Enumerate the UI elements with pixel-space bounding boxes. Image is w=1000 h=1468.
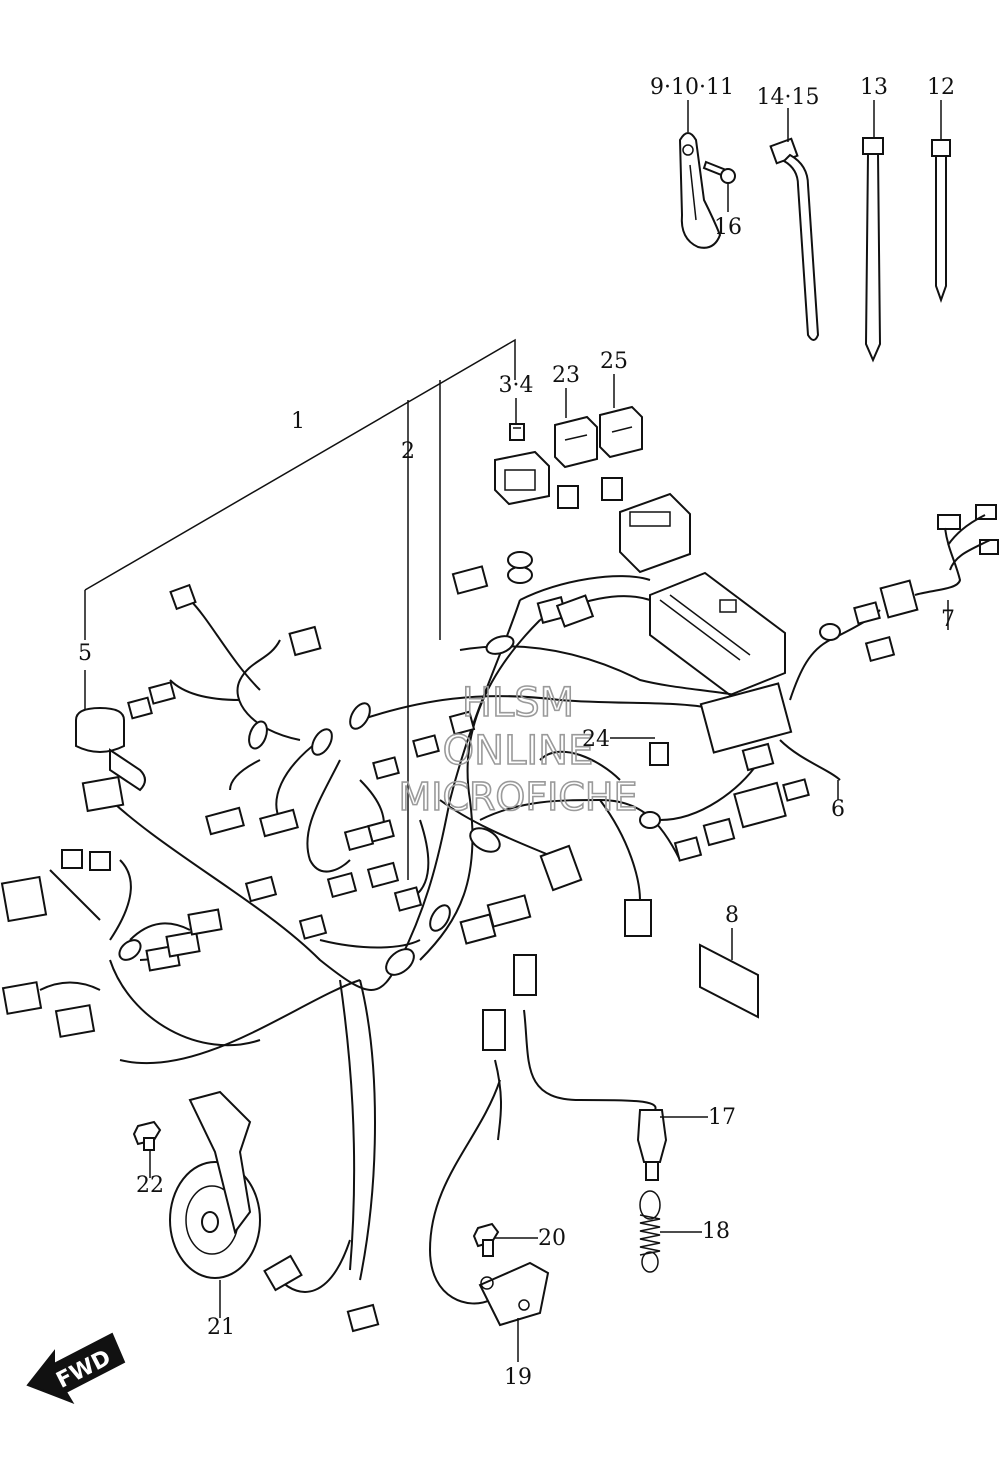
callout-8: 8 bbox=[725, 903, 739, 928]
callout-20: 20 bbox=[538, 1226, 566, 1251]
callout-22: 22 bbox=[136, 1173, 164, 1198]
label-sticker-8 bbox=[699, 943, 759, 1019]
clamp-part bbox=[678, 132, 722, 249]
callout-19: 19 bbox=[504, 1365, 532, 1390]
callout-2: 2 bbox=[401, 439, 415, 464]
cable-tie-14-15 bbox=[769, 137, 820, 341]
leader-lines bbox=[84, 100, 949, 1362]
bracket-lines bbox=[84, 338, 516, 880]
callout-7: 7 bbox=[941, 607, 955, 632]
ecu-connector bbox=[649, 571, 786, 697]
screw-part bbox=[702, 160, 736, 184]
sensor-5 bbox=[75, 706, 146, 792]
callout-9-10-11: 9·10·11 bbox=[650, 75, 734, 100]
bolt-20 bbox=[472, 1222, 500, 1257]
cable-tie-12 bbox=[931, 139, 951, 303]
fuse-3-4 bbox=[509, 423, 525, 441]
fwd-badge: FWD bbox=[26, 1332, 126, 1404]
harness-sleeves bbox=[118, 551, 841, 976]
watermark-line-2: ONLINE bbox=[443, 728, 594, 774]
watermark-line-1: HLSM bbox=[462, 680, 574, 726]
callout-1: 1 bbox=[291, 409, 305, 434]
cable-tie-13 bbox=[862, 137, 884, 363]
callout-23: 23 bbox=[552, 363, 580, 388]
relay-25 bbox=[599, 405, 643, 459]
harness-connectors bbox=[0, 477, 999, 1333]
switch-19 bbox=[428, 1009, 550, 1327]
relay-23 bbox=[554, 415, 598, 469]
connector-12pin bbox=[619, 492, 691, 574]
callout-3-4: 3·4 bbox=[499, 373, 534, 398]
callout-12: 12 bbox=[927, 75, 955, 100]
callout-6: 6 bbox=[831, 797, 845, 822]
fuse-box bbox=[494, 450, 550, 506]
callout-16: 16 bbox=[714, 215, 742, 240]
callout-24: 24 bbox=[582, 727, 610, 752]
callout-labels: 9·10·11 14·15 13 12 16 3·4 23 25 1 2 5 7… bbox=[78, 75, 955, 1390]
callout-5: 5 bbox=[78, 641, 92, 666]
callout-17: 17 bbox=[708, 1105, 736, 1130]
callout-14-15: 14·15 bbox=[757, 85, 820, 110]
callout-18: 18 bbox=[702, 1219, 730, 1244]
spring-18 bbox=[639, 1190, 661, 1273]
horn-21 bbox=[169, 1090, 261, 1279]
pigtail-7 bbox=[914, 514, 991, 596]
callout-13: 13 bbox=[860, 75, 888, 100]
bolt-22 bbox=[132, 1120, 162, 1151]
callout-21: 21 bbox=[207, 1315, 235, 1340]
watermark: HLSM ONLINE MICROFICHE bbox=[398, 679, 639, 820]
switch-17 bbox=[513, 954, 668, 1181]
callout-25: 25 bbox=[600, 349, 628, 374]
watermark-line-3: MICROFICHE bbox=[398, 775, 637, 819]
